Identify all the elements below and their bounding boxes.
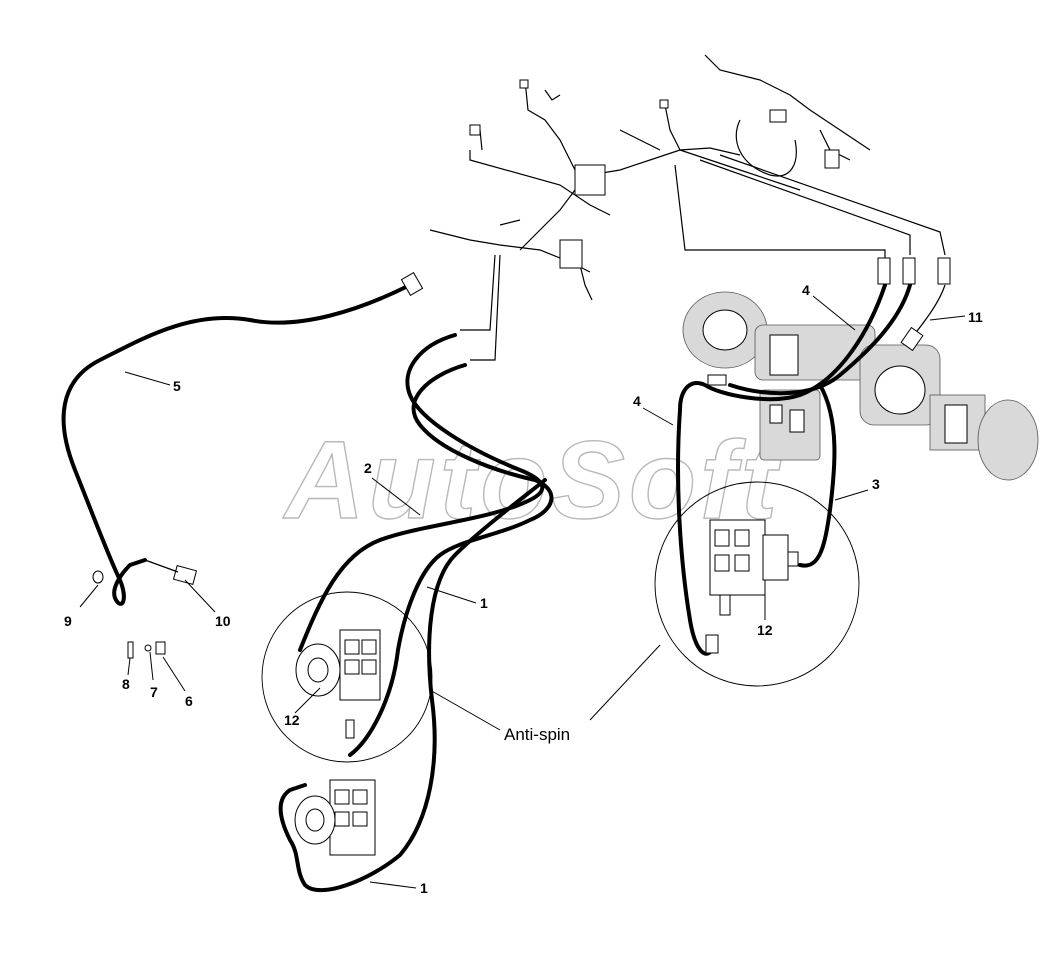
part-7-washer <box>144 644 152 652</box>
callout-4: 4 <box>633 393 641 409</box>
callout-12: 12 <box>284 712 300 728</box>
callout-8: 8 <box>122 676 130 692</box>
connector-3-top <box>902 257 916 285</box>
axle-assembly <box>682 291 1039 481</box>
part-10-sensor <box>172 565 198 585</box>
cable-3 <box>798 383 837 568</box>
part-8-bolt <box>127 641 134 659</box>
callout-1: 1 <box>420 880 428 896</box>
cable-1 <box>278 478 547 893</box>
callout-3: 3 <box>872 476 880 492</box>
callout-10: 10 <box>215 613 231 629</box>
cable-5-connector <box>400 272 424 296</box>
callout-12: 12 <box>757 622 773 638</box>
cable-4-secondary <box>728 283 912 396</box>
callout-4: 4 <box>802 282 810 298</box>
part-6-nut <box>155 641 166 655</box>
callout-11: 11 <box>968 309 983 325</box>
callout-1: 1 <box>480 595 488 611</box>
callout-9: 9 <box>64 613 72 629</box>
callout-2: 2 <box>364 460 372 476</box>
connector-4-top <box>877 257 891 285</box>
connector-11-top <box>937 257 951 285</box>
leader-lines <box>79 295 966 889</box>
cable-2-secondary <box>348 363 554 757</box>
detail-circle-left <box>261 591 433 763</box>
cable-5 <box>61 283 412 606</box>
small-parts <box>92 559 198 659</box>
callout-6: 6 <box>185 693 193 709</box>
callout-7: 7 <box>150 684 158 700</box>
pump-left <box>295 629 381 739</box>
part-9-ring <box>92 570 104 584</box>
callout-5: 5 <box>173 378 181 394</box>
cable-4 <box>676 283 887 656</box>
anti-spin-label: Anti-spin <box>504 725 570 744</box>
detail-circle-right <box>654 481 860 687</box>
pump-bottom <box>294 779 376 856</box>
cable-2 <box>298 333 545 652</box>
pump-right <box>709 519 789 616</box>
main-wiring-harness <box>429 54 946 361</box>
